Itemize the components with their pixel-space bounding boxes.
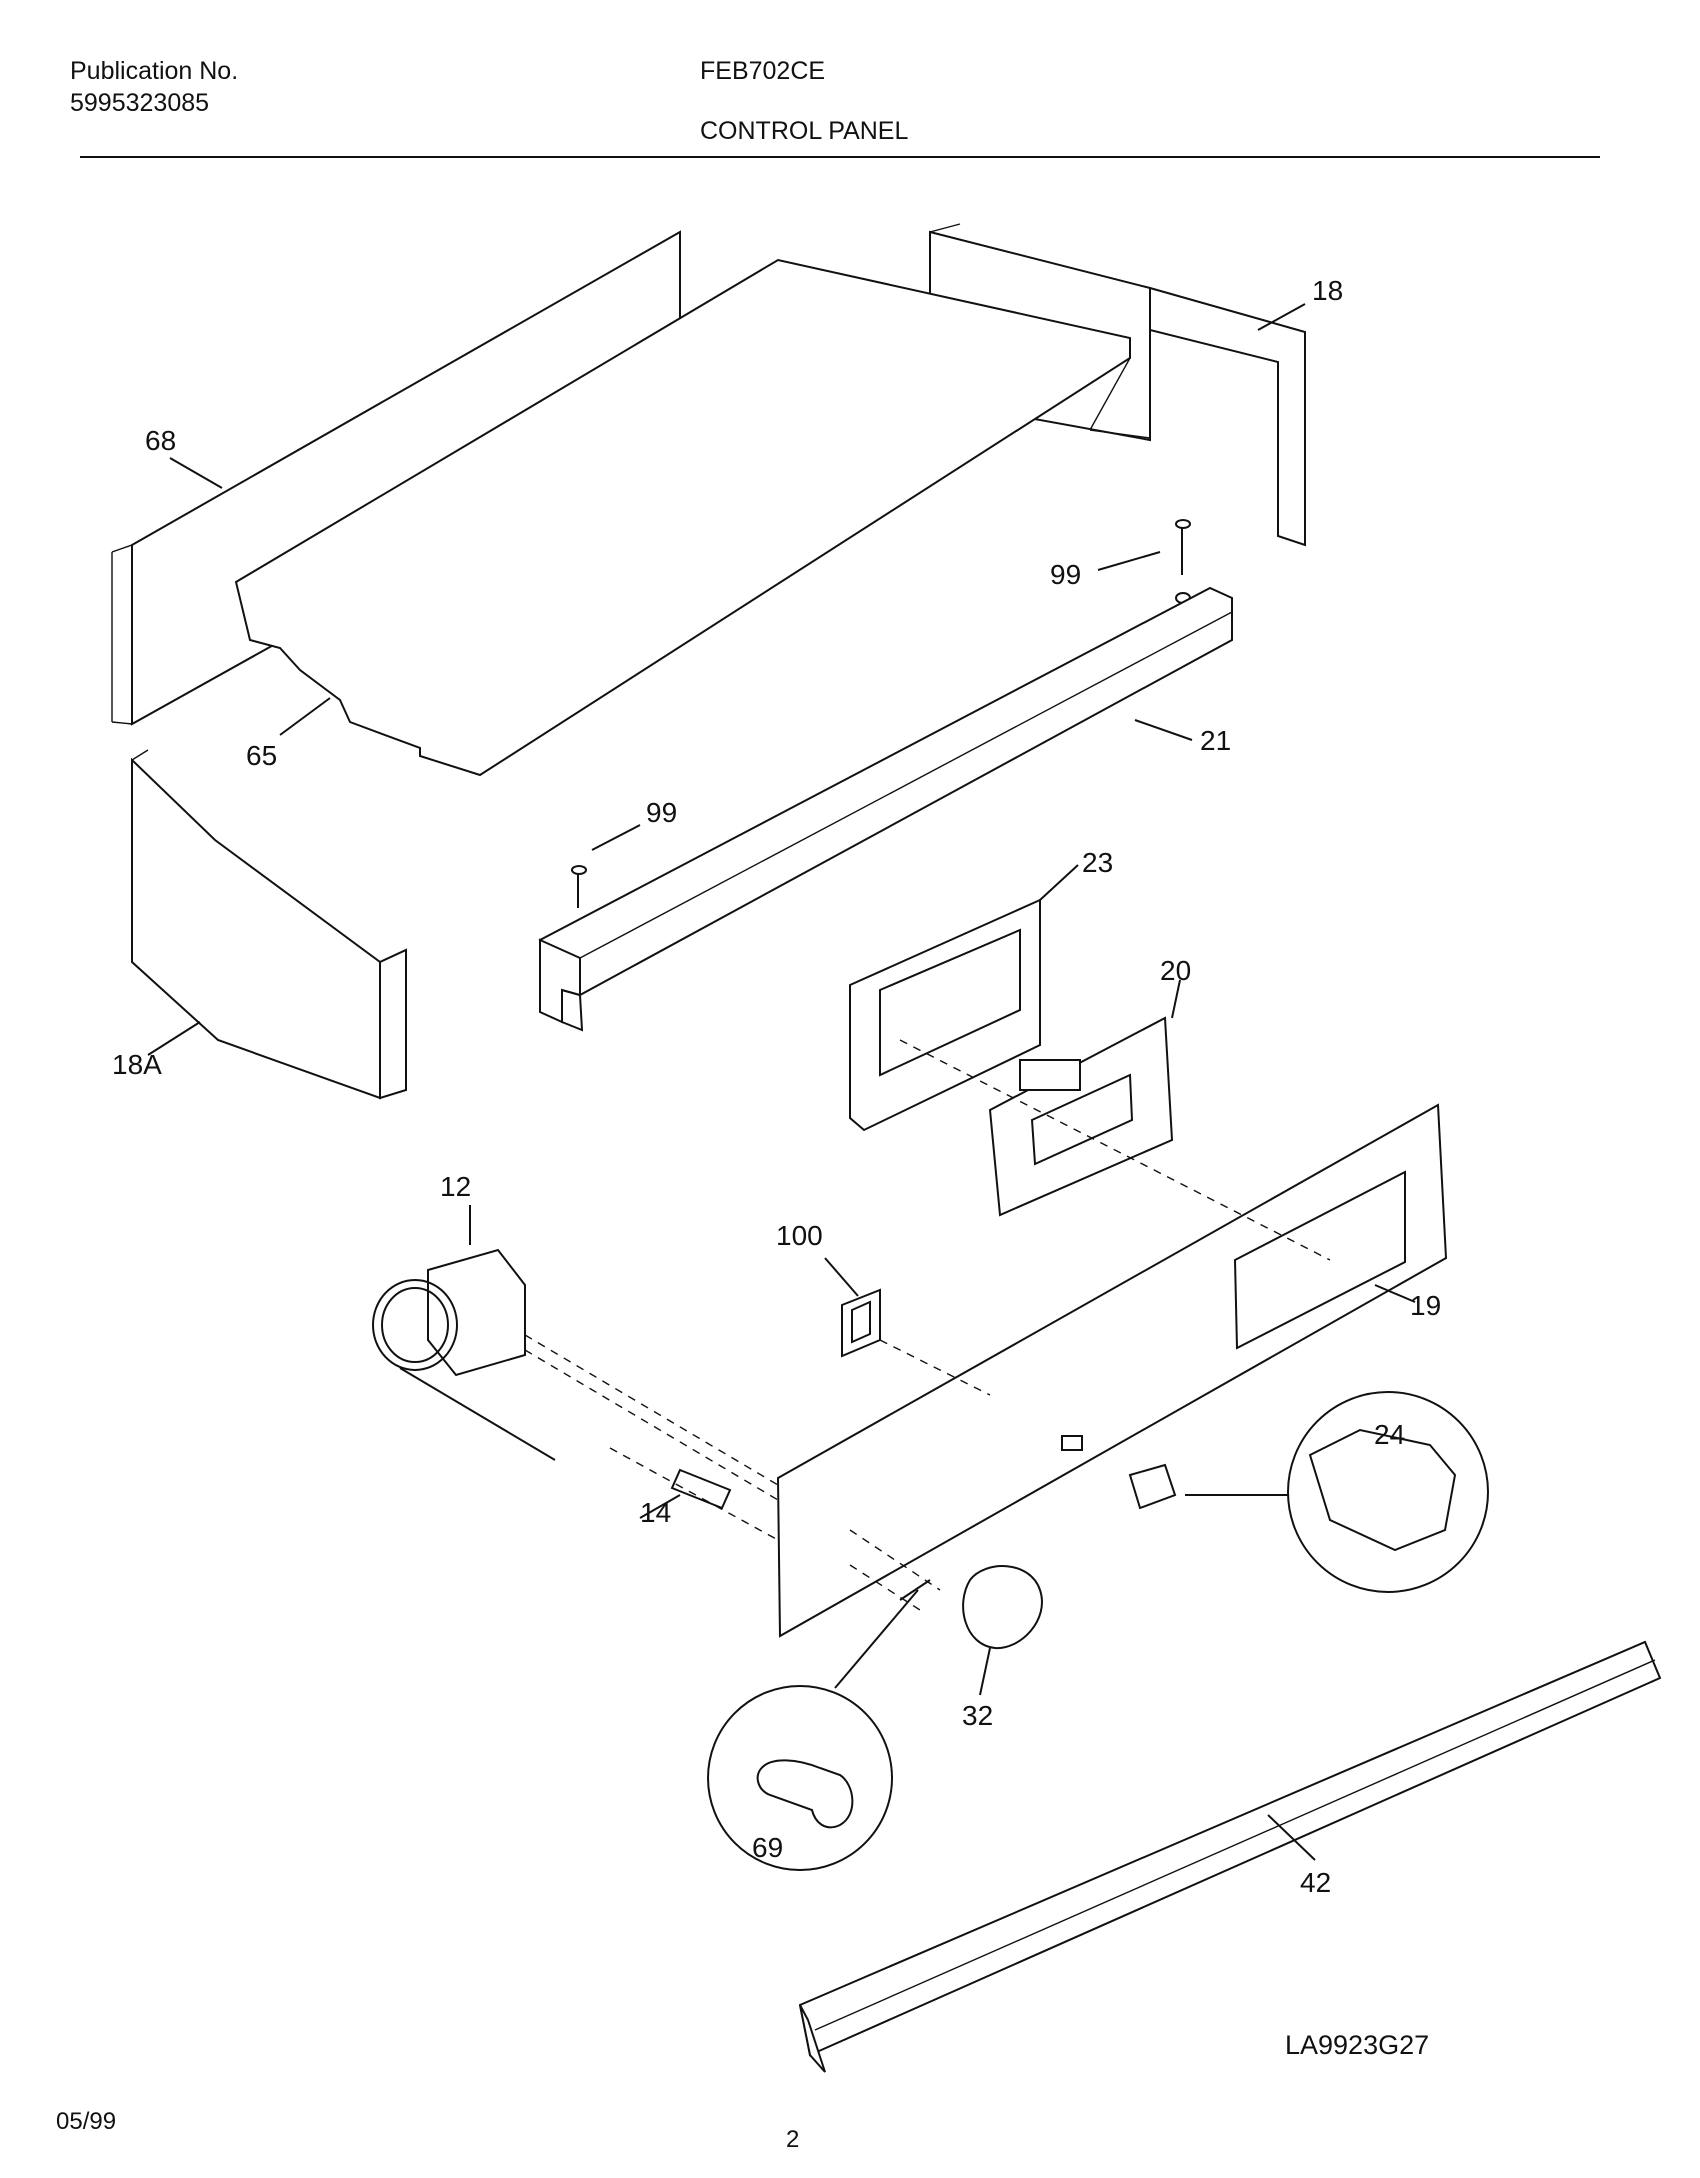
part-65-top-cover bbox=[234, 258, 1151, 777]
revision-date: 05/99 bbox=[56, 2108, 117, 2135]
part-100-trim bbox=[824, 1257, 881, 1358]
callout-32: 32 bbox=[962, 1700, 993, 1731]
part-18A-end-panel bbox=[131, 749, 407, 1100]
publication-label: Publication No. bbox=[70, 57, 239, 85]
callout-18: 18 bbox=[1312, 275, 1343, 306]
callout-65: 65 bbox=[246, 740, 277, 771]
page-number: 2 bbox=[786, 2126, 800, 2153]
callout-14: 14 bbox=[640, 1497, 671, 1528]
callout-100: 100 bbox=[776, 1220, 823, 1251]
part-21-channel bbox=[538, 586, 1233, 1032]
part-24-switch-detail bbox=[1128, 1391, 1489, 1593]
explode-guide-lines bbox=[524, 1039, 1331, 1611]
figure-code: LA9923G27 bbox=[1285, 2030, 1430, 2060]
part-19-panel-face bbox=[776, 1103, 1448, 1638]
callout-21: 21 bbox=[1200, 725, 1231, 756]
part-20-display-board bbox=[988, 979, 1181, 1217]
part-99-screw-upper bbox=[1097, 519, 1191, 604]
header-rule bbox=[80, 156, 1600, 158]
part-14-shaft bbox=[639, 1468, 732, 1519]
callout-69: 69 bbox=[752, 1832, 783, 1863]
callout-20: 20 bbox=[1160, 955, 1191, 986]
part-32-knob bbox=[962, 1565, 1043, 1696]
part-42-trim-strip bbox=[798, 1640, 1662, 2073]
callout-24: 24 bbox=[1374, 1419, 1405, 1450]
callout-19: 19 bbox=[1410, 1290, 1441, 1321]
callout-42: 42 bbox=[1300, 1867, 1331, 1898]
section-title: CONTROL PANEL bbox=[700, 117, 909, 145]
part-23-bracket bbox=[849, 864, 1079, 1132]
callout-99-lower: 99 bbox=[646, 797, 677, 828]
part-12-thermostat bbox=[372, 1205, 556, 1461]
callout-23: 23 bbox=[1082, 847, 1113, 878]
model-number: FEB702CE bbox=[700, 57, 826, 85]
callout-12: 12 bbox=[440, 1171, 471, 1202]
part-69-screw-detail bbox=[707, 1579, 931, 1871]
callout-18A: 18A bbox=[112, 1049, 162, 1080]
callout-99-upper: 99 bbox=[1050, 559, 1081, 590]
publication-number: 5995323085 bbox=[70, 89, 210, 117]
callout-68: 68 bbox=[145, 425, 176, 456]
